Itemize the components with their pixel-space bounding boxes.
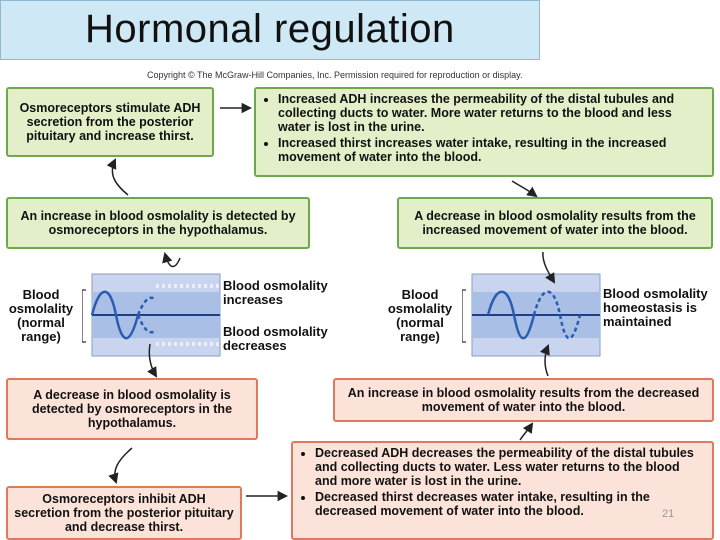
increased-thirst-item: Increased thirst increases water intake,… [278,136,704,164]
arrow-adh-to-decrease [511,180,538,198]
increased-adh-item: Increased ADH increases the permeability… [278,92,704,134]
box-decrease-results: A decrease in blood osmolality results f… [397,197,713,249]
title-banner: Hormonal regulation [0,0,540,60]
page-number: 21 [662,508,675,520]
increased-adh-list: Increased ADH increases the permeability… [264,92,704,164]
box-increase-detected-text: An increase in blood osmolality is detec… [20,209,296,237]
osmolality-decreases-label: Blood osmolality decreases [223,324,328,353]
arrow-graph-to-increase-detected [162,251,181,268]
box-decrease-detected-text: A decrease in blood osmolality is detect… [31,388,233,430]
box-decreased-adh: Decreased ADH decreases the permeability… [291,441,714,540]
decreased-adh-item: Decreased ADH decreases the permeability… [315,446,704,488]
box-osmoreceptors-inhibit-text: Osmoreceptors inhibit ADH secretion from… [14,492,234,534]
right-graph-side-label: Blood osmolality (normal range) [387,287,453,344]
copyright-notice: Copyright © The McGraw-Hill Companies, I… [147,70,523,80]
homeostasis-maintained-label: Blood osmolality homeostasis is maintain… [603,286,708,329]
box-osmoreceptors-inhibit: Osmoreceptors inhibit ADH secretion from… [6,486,242,540]
box-increase-results-text: An increase in blood osmolality results … [347,386,700,414]
arrow-detected-to-inhibit [108,447,133,484]
left-osmolality-graph [82,273,221,357]
slide-title: Hormonal regulation [85,7,455,51]
left-graph-side-label: Blood osmolality (normal range) [8,287,74,344]
osmolality-increases-label: Blood osmolality increases [223,278,328,307]
decreased-adh-list: Decreased ADH decreases the permeability… [301,446,704,518]
box-osmoreceptors-stimulate: Osmoreceptors stimulate ADH secretion fr… [6,87,214,157]
arrow-decreased-adh-to-increase [519,422,534,441]
box-increase-detected: An increase in blood osmolality is detec… [6,197,310,249]
decreased-thirst-item: Decreased thirst decreases water intake,… [315,490,704,518]
box-decrease-results-text: A decrease in blood osmolality results f… [414,209,696,237]
box-osmoreceptors-stimulate-text: Osmoreceptors stimulate ADH secretion fr… [19,101,201,143]
box-increase-results: An increase in blood osmolality results … [333,378,714,422]
right-osmolality-graph [462,273,601,357]
arrow-increase-to-stimulate [106,158,129,196]
box-decrease-detected: A decrease in blood osmolality is detect… [6,378,258,440]
box-increased-adh: Increased ADH increases the permeability… [254,87,714,177]
